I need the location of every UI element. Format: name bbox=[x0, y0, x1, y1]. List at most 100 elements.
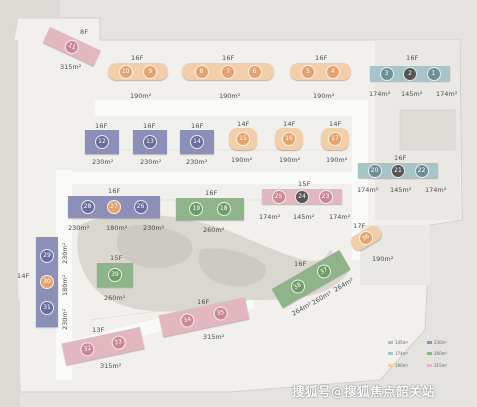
floor-label-20-22: 16F bbox=[394, 154, 407, 162]
area-label-24-mid: 145m² bbox=[293, 213, 315, 221]
area-label-34-35: 315m² bbox=[203, 333, 225, 341]
area-label-36: 190m² bbox=[372, 255, 394, 263]
area-label-13: 230m² bbox=[140, 158, 162, 166]
building-19-18[interactable]: 19 18 bbox=[176, 198, 244, 220]
building-5-4[interactable]: 5 4 bbox=[290, 63, 351, 80]
floor-label-11: 8F bbox=[80, 28, 89, 36]
unit-marker-31: 31 bbox=[40, 301, 54, 315]
floor-label-3-1: 16F bbox=[406, 54, 419, 62]
floor-label-16: 14F bbox=[283, 120, 296, 128]
unit-marker-24: 24 bbox=[295, 189, 309, 204]
unit-marker-2: 2 bbox=[403, 66, 417, 81]
area-label-29-top: 230m² bbox=[61, 242, 69, 264]
unit-marker-11: 11 bbox=[62, 37, 82, 56]
floor-label-15: 14F bbox=[237, 120, 250, 128]
area-label-17: 190m² bbox=[326, 156, 348, 164]
area-label-30-mid: 180m² bbox=[61, 274, 69, 296]
unit-marker-19: 19 bbox=[189, 202, 204, 216]
floor-label-8-6: 16F bbox=[222, 54, 235, 62]
building-29-31[interactable]: 29 30 31 bbox=[36, 237, 58, 327]
unit-marker-25: 25 bbox=[271, 189, 286, 204]
legend-item: 190m² bbox=[388, 360, 423, 371]
area-label-2-mid: 145m² bbox=[401, 90, 423, 98]
building-14[interactable]: 14 bbox=[180, 130, 214, 154]
area-label-10-9: 190m² bbox=[130, 92, 152, 100]
building-39[interactable]: 39 bbox=[97, 263, 133, 287]
unit-marker-3: 3 bbox=[379, 66, 394, 81]
floor-label-17: 14F bbox=[329, 120, 342, 128]
area-label-20-left: 174m² bbox=[357, 186, 379, 194]
area-label-28-left: 230m² bbox=[68, 224, 90, 232]
floor-label-36: 17F bbox=[353, 222, 366, 230]
unit-marker-23: 23 bbox=[318, 189, 333, 204]
unit-marker-4: 4 bbox=[326, 64, 340, 79]
building-12[interactable]: 12 bbox=[85, 130, 119, 154]
building-25-23[interactable]: 25 24 23 bbox=[262, 189, 342, 204]
unit-marker-12: 12 bbox=[95, 135, 109, 149]
unit-marker-9: 9 bbox=[143, 64, 158, 79]
unit-marker-32: 32 bbox=[79, 340, 96, 358]
building-28-26[interactable]: 28 27 26 bbox=[68, 196, 160, 218]
unit-marker-29: 29 bbox=[40, 249, 54, 263]
area-label-8-6: 190m² bbox=[219, 92, 241, 100]
unit-marker-7: 7 bbox=[221, 64, 235, 79]
area-label-5-4: 190m² bbox=[313, 92, 335, 100]
area-label-22-right: 174m² bbox=[425, 186, 447, 194]
building-20-22[interactable]: 20 21 22 bbox=[358, 163, 438, 178]
unit-marker-13: 13 bbox=[143, 135, 157, 149]
unit-marker-6: 6 bbox=[247, 64, 262, 79]
building-15[interactable]: 15 bbox=[229, 128, 257, 150]
building-17[interactable]: 17 bbox=[321, 128, 349, 150]
building-13[interactable]: 13 bbox=[133, 130, 167, 154]
floor-label-10-9: 16F bbox=[131, 54, 144, 62]
floor-label-28-26: 16F bbox=[108, 187, 121, 195]
unit-marker-33: 33 bbox=[110, 334, 127, 352]
building-8-6[interactable]: 8 7 6 bbox=[182, 63, 274, 80]
area-label-15: 190m² bbox=[231, 156, 253, 164]
legend-item: 260m² bbox=[427, 349, 462, 360]
unit-marker-18: 18 bbox=[216, 202, 231, 216]
unit-marker-28: 28 bbox=[80, 200, 95, 214]
unit-marker-15: 15 bbox=[236, 132, 250, 146]
unit-marker-17: 17 bbox=[328, 132, 342, 146]
area-label-39: 260m² bbox=[104, 294, 126, 302]
unit-marker-37: 37 bbox=[314, 261, 334, 281]
building-10-9[interactable]: 10 9 bbox=[108, 63, 168, 80]
unit-marker-38: 38 bbox=[288, 277, 308, 297]
unit-marker-22: 22 bbox=[414, 163, 429, 178]
area-label-23-right: 174m² bbox=[329, 213, 351, 221]
source-watermark: 搜狐号@搜狐焦点韶关站 bbox=[292, 384, 436, 399]
area-label-16: 190m² bbox=[279, 156, 301, 164]
unit-marker-5: 5 bbox=[301, 64, 315, 79]
building-3-1[interactable]: 3 2 1 bbox=[370, 66, 450, 81]
floor-label-29-31: 14F bbox=[17, 272, 30, 280]
unit-marker-27: 27 bbox=[107, 200, 121, 214]
unit-marker-20: 20 bbox=[367, 163, 382, 178]
unit-marker-14: 14 bbox=[190, 135, 204, 149]
area-label-12: 230m² bbox=[92, 158, 114, 166]
area-label-1-right: 174m² bbox=[436, 90, 458, 98]
unit-marker-39: 39 bbox=[108, 268, 122, 282]
area-legend: 145m² 230m² 174m² 260m² 190m² 315m² bbox=[388, 337, 462, 371]
unit-marker-30: 30 bbox=[40, 275, 54, 289]
unit-marker-26: 26 bbox=[133, 200, 148, 214]
floor-label-5-4: 16F bbox=[315, 54, 328, 62]
area-label-26-right: 230m² bbox=[143, 224, 165, 232]
unit-marker-8: 8 bbox=[194, 64, 209, 79]
area-label-32-33: 315m² bbox=[100, 362, 122, 370]
area-label-11: 315m² bbox=[60, 63, 82, 71]
unit-marker-16: 16 bbox=[282, 132, 296, 146]
building-16[interactable]: 16 bbox=[275, 128, 303, 150]
floor-label-25-23: 15F bbox=[298, 180, 311, 188]
unit-marker-34: 34 bbox=[179, 312, 196, 329]
area-label-31-bottom: 230m² bbox=[61, 308, 69, 330]
unit-marker-21: 21 bbox=[391, 163, 405, 178]
unit-marker-10: 10 bbox=[118, 64, 133, 79]
area-label-19-18: 260m² bbox=[203, 226, 225, 234]
unit-marker-1: 1 bbox=[426, 66, 441, 81]
legend-item: 174m² bbox=[388, 349, 423, 360]
area-label-21-mid: 145m² bbox=[390, 186, 412, 194]
area-label-27-mid: 180m² bbox=[106, 224, 128, 232]
floor-label-14: 16F bbox=[191, 122, 204, 130]
floor-label-39: 15F bbox=[110, 254, 123, 262]
